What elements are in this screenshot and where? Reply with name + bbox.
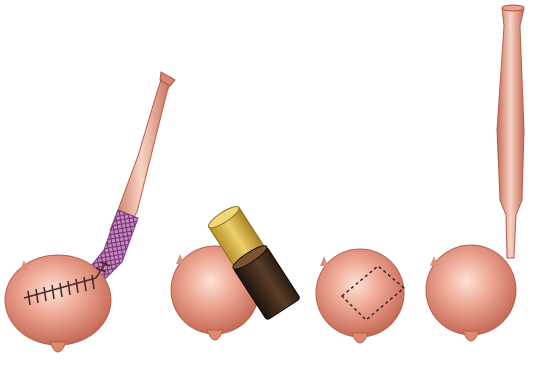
panel-3-bladder xyxy=(316,249,404,337)
panel-3-bladder-knob xyxy=(320,256,328,266)
panel-3-outlet xyxy=(352,333,368,343)
panel-4 xyxy=(426,5,524,341)
panel-4-tube xyxy=(497,8,524,258)
panel-1-outlet xyxy=(50,342,66,352)
panel-4-bladder xyxy=(426,245,516,335)
panel-4-outlet xyxy=(463,331,479,341)
panel-3 xyxy=(316,249,404,343)
panel-4-tube-tip xyxy=(502,5,524,11)
panel-2 xyxy=(171,202,300,340)
panel-2-bladder-knob xyxy=(176,254,184,264)
panel-2-outlet xyxy=(207,330,223,340)
panel-1-tube xyxy=(110,74,172,232)
panel-1 xyxy=(5,72,175,352)
